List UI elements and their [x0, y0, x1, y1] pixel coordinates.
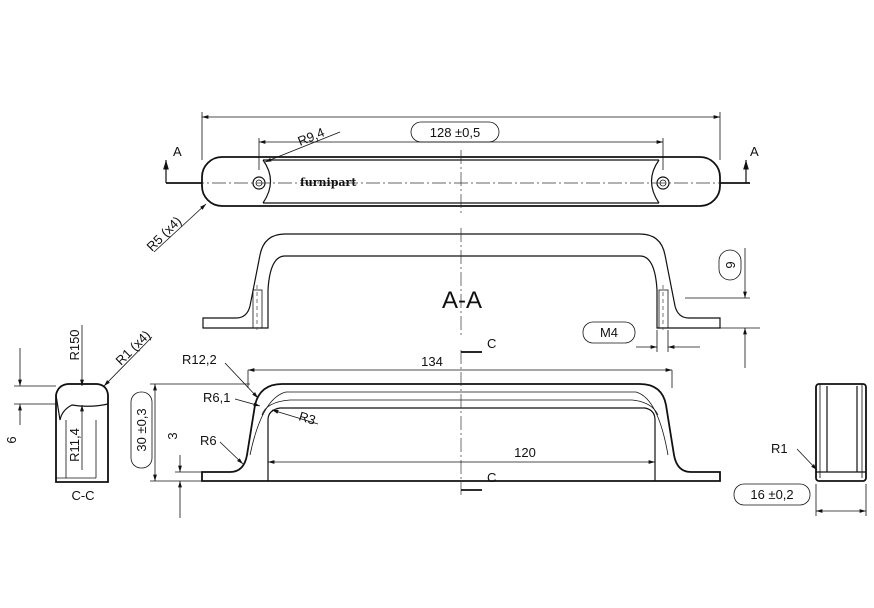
side-view: 134 120 30 ±0,3 3 R12,2 R6,1 R3 R6 C C [130, 336, 721, 518]
radius-r1-x4-label: R1 (x4) [113, 327, 154, 368]
section-aa: A-A 9 M4 [202, 228, 760, 368]
length-134-label: 134 [421, 354, 443, 369]
section-aa-title: A-A [442, 287, 482, 314]
depth-6-label: 6 [4, 436, 19, 443]
radius-r3-label: R3 [297, 409, 317, 428]
handle-side-profile [201, 383, 721, 482]
radius-r6-label: R6 [200, 433, 217, 448]
radius-r12-2-label: R12,2 [182, 352, 217, 367]
section-marker-c-top: C [487, 336, 496, 351]
section-cc: R150 R1 (x4) R11,4 6 C-C [4, 325, 153, 503]
height-30-label: 30 ±0,3 [134, 408, 149, 451]
radius-r150-label: R150 [67, 329, 82, 360]
section-marker-a-left: A [173, 144, 182, 159]
section-marker-a-right: A [750, 144, 759, 159]
section-aa-profile [202, 233, 721, 329]
end-radius-r1-label: R1 [771, 441, 788, 456]
brand-mark: furnipart [300, 176, 357, 189]
hole-spacing-label: 128 ±0,5 [430, 125, 481, 140]
slot-radius-label: R9,4 [296, 125, 327, 149]
section-cc-title: C-C [71, 488, 94, 503]
height-9-label: 9 [723, 261, 738, 268]
thread-label: M4 [600, 325, 618, 340]
section-marker-c-bottom: C [487, 470, 496, 485]
width-16-label: 16 ±0,2 [750, 487, 793, 502]
end-radius-label: R5 (x4) [144, 213, 185, 254]
radius-r6-1-label: R6,1 [203, 390, 230, 405]
end-view-outline [815, 383, 867, 482]
end-view: R1 16 ±0,2 [733, 383, 867, 516]
foot-3-label: 3 [165, 432, 180, 439]
top-view: 128 ±0,5 furnipart R9,4 R5 (x4) A A [144, 112, 759, 254]
base-120-label: 120 [514, 445, 536, 460]
radius-r11-4-label: R11,4 [67, 428, 82, 462]
